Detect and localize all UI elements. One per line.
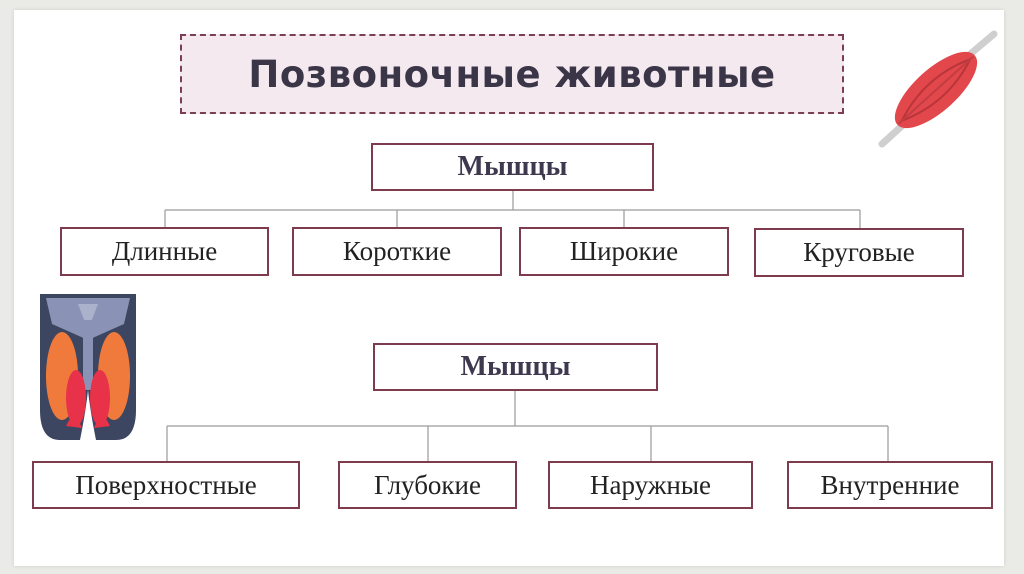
group2-item-deep: Глубокие [338, 461, 517, 509]
muscle-icon [872, 26, 1002, 154]
group1-item-wide: Широкие [519, 227, 729, 276]
thigh-muscles-icon [34, 290, 142, 442]
group1-item-long: Длинные [60, 227, 269, 276]
group2-item-superficial: Поверхностные [32, 461, 300, 509]
group1-item-short: Короткие [292, 227, 502, 276]
group1-item-circular: Круговые [754, 228, 964, 277]
title-box: Позвоночные животные [180, 34, 844, 114]
group2-item-internal: Внутренние [787, 461, 993, 509]
group1-head: Мышцы [371, 143, 654, 191]
group2-item-external: Наружные [548, 461, 753, 509]
group2-head: Мышцы [373, 343, 658, 391]
page-title: Позвоночные животные [248, 53, 775, 96]
